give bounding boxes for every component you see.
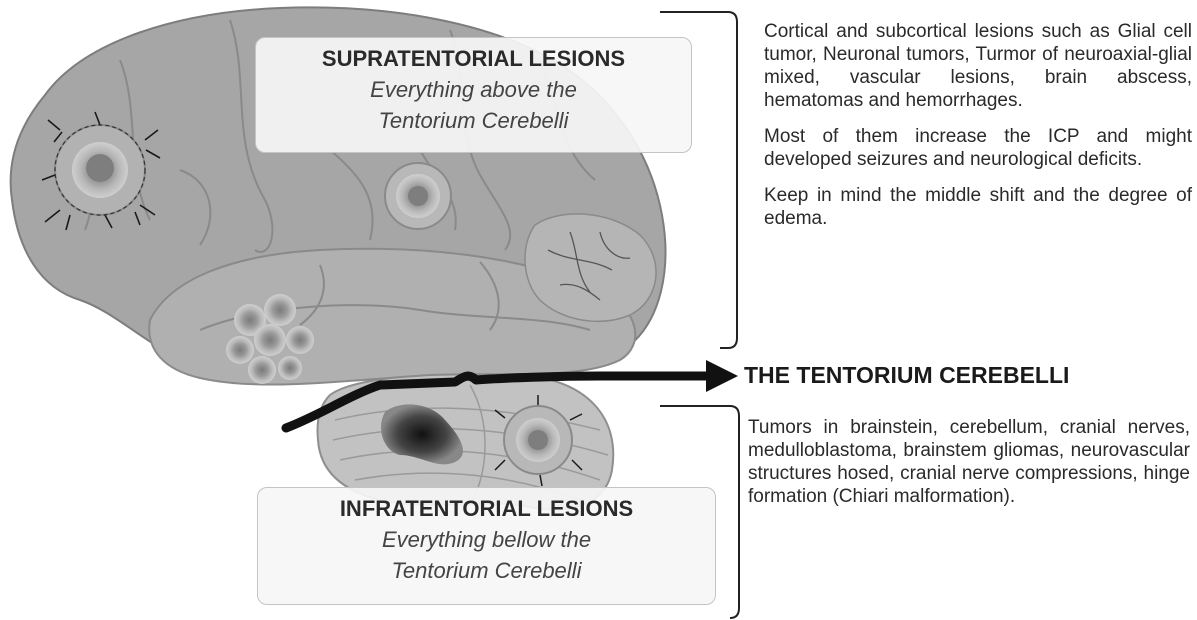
supratentorial-description: Cortical and subcortical lesions such as…: [764, 20, 1192, 243]
supratentorial-subtitle-line1: Everything above the: [256, 74, 691, 105]
supratentorial-subtitle-line2: Tentorium Cerebelli: [256, 105, 691, 136]
infratentorial-label-box: INFRATENTORIAL LESIONS Everything bellow…: [257, 487, 716, 605]
tentorium-label: THE TENTORIUM CEREBELLI: [744, 362, 1069, 389]
infratentorial-subtitle-line1: Everything bellow the: [258, 524, 715, 555]
supratentorial-paragraph-1: Cortical and subcortical lesions such as…: [764, 20, 1192, 112]
infratentorial-paragraph-1: Tumors in brainstein, cerebellum, crania…: [748, 416, 1190, 508]
infratentorial-subtitle-line2: Tentorium Cerebelli: [258, 555, 715, 586]
infratentorial-title: INFRATENTORIAL LESIONS: [258, 496, 715, 522]
parietal-lesion: [385, 163, 451, 229]
supratentorial-paragraph-2: Most of them increase the ICP and might …: [764, 125, 1192, 171]
supratentorial-paragraph-3: Keep in mind the middle shift and the de…: [764, 184, 1192, 230]
infratentorial-description: Tumors in brainstein, cerebellum, crania…: [748, 416, 1190, 521]
supratentorial-title: SUPRATENTORIAL LESIONS: [256, 46, 691, 72]
supratentorial-label-box: SUPRATENTORIAL LESIONS Everything above …: [255, 37, 692, 153]
